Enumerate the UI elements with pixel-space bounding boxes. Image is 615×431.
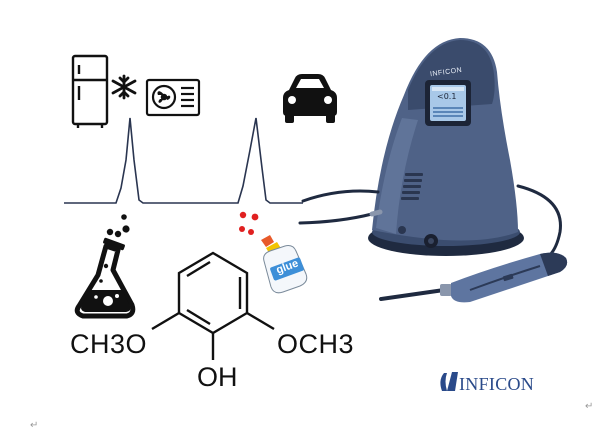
- car-icon: [283, 74, 337, 123]
- air-conditioner-icon: [145, 78, 201, 117]
- leak-detector-device: [368, 38, 524, 256]
- hydroxyl-text: OH: [197, 362, 238, 392]
- red-dots: [239, 211, 259, 235]
- benzene-ring: [151, 251, 275, 360]
- snowflake-icon: [111, 74, 137, 100]
- paragraph-mark-left: ↵: [30, 420, 39, 431]
- methoxy-left-text: CH3O: [70, 329, 148, 359]
- paragraph-mark-right: ↵: [585, 401, 594, 412]
- methoxy-right-text: OCH3: [277, 329, 355, 359]
- methoxy-left-label: CH3O: [70, 329, 147, 360]
- inficon-logo-icon: [440, 372, 458, 391]
- black-dots: [106, 214, 130, 238]
- flask-icon: [74, 237, 136, 319]
- inficon-wordmark-text: INFICON: [459, 374, 535, 394]
- inficon-wordmark: INFICON: [459, 374, 534, 395]
- methoxy-right-label: OCH3: [277, 329, 354, 360]
- device-screen-value: <0.1: [437, 92, 457, 101]
- glue-bottle-icon: [261, 235, 308, 294]
- chromatogram-trace: [64, 117, 303, 204]
- hydroxyl-label: OH: [197, 362, 238, 393]
- fridge-icon: [71, 54, 109, 128]
- sniffer-probe: [379, 252, 568, 303]
